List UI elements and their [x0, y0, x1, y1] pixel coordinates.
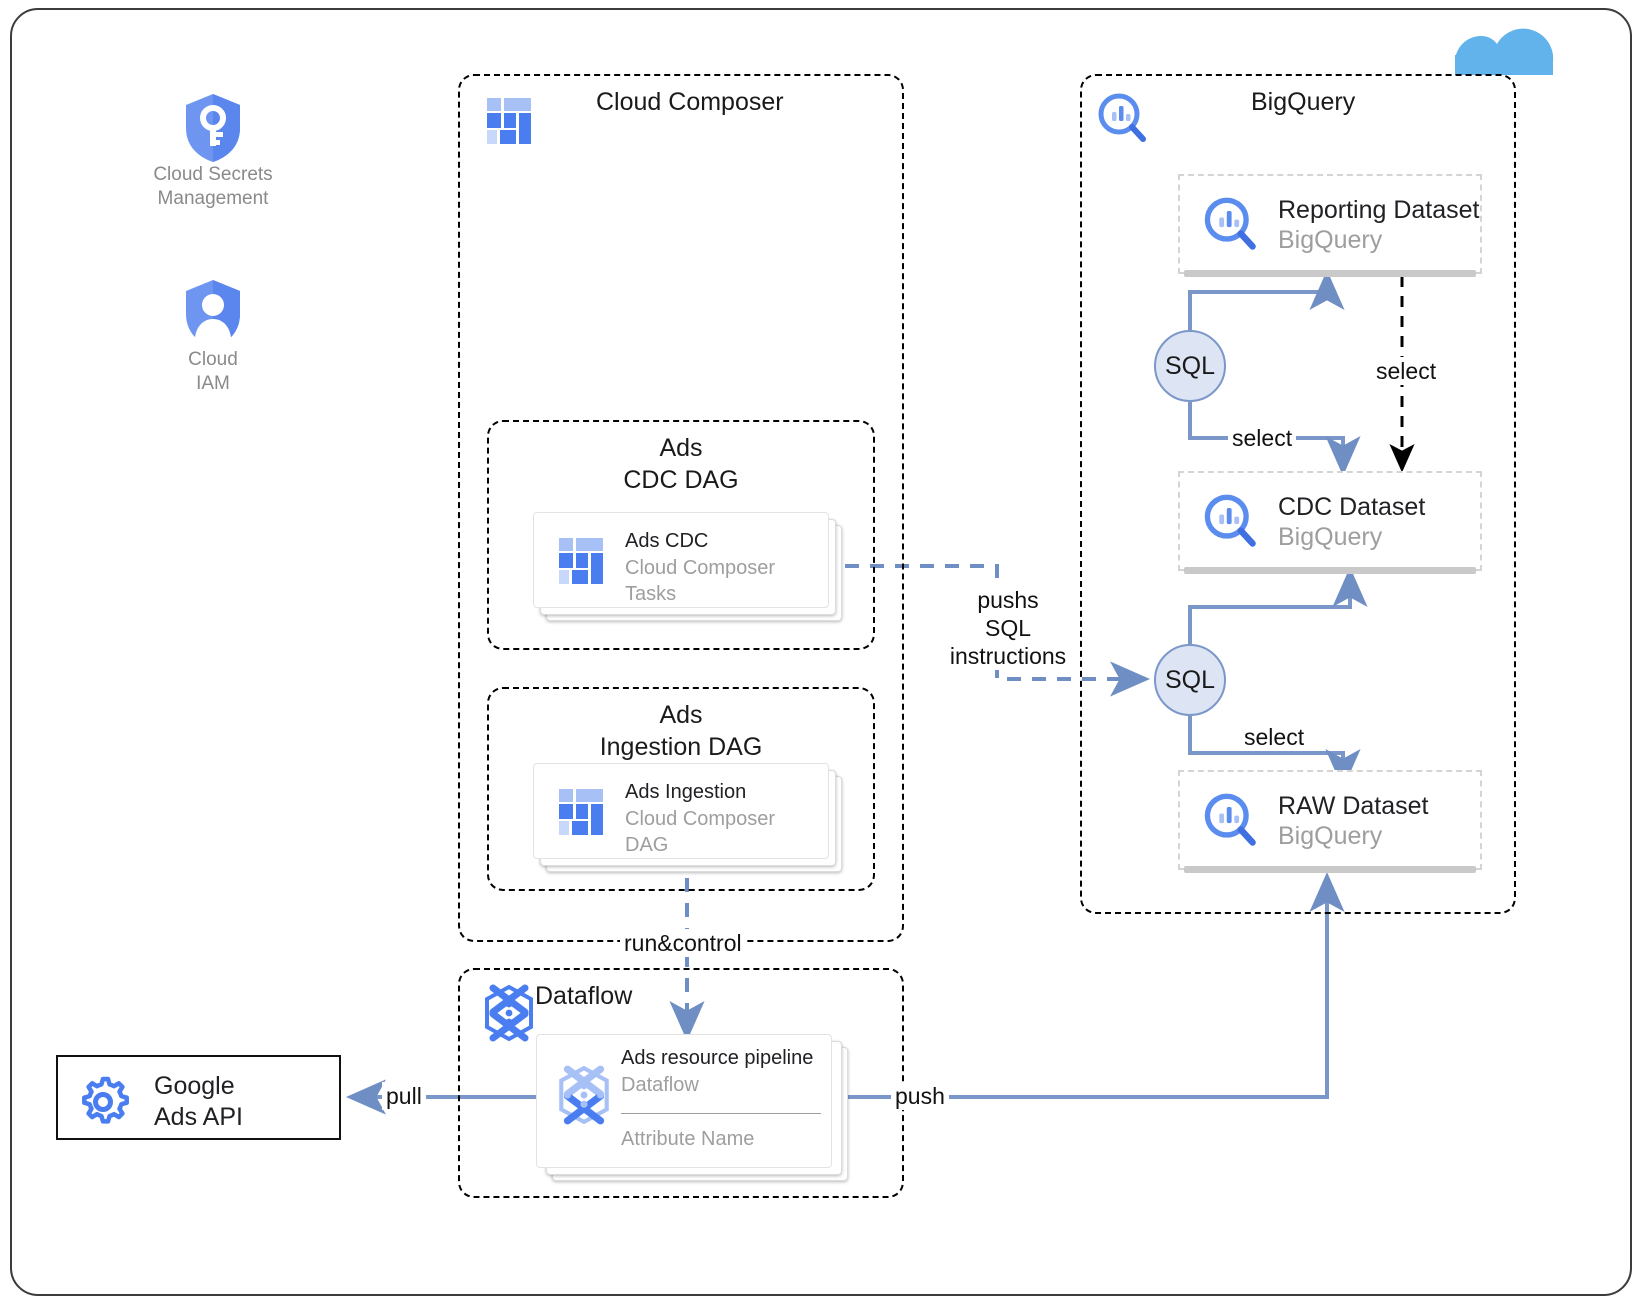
edge-label-push: push: [891, 1082, 949, 1111]
dataset-subtitle: BigQuery: [1278, 822, 1383, 850]
group-bigquery: [1080, 74, 1516, 914]
group-title-dataflow: Dataflow: [535, 982, 633, 1010]
subgroup-title-ads-cdc-dag: Ads CDC DAG: [487, 432, 875, 496]
subgroup-ads-cdc-dag: [487, 420, 875, 650]
card-subtitle: Cloud Composer DAG: [625, 806, 775, 858]
card-ads-ingestion[interactable]: Ads Ingestion Cloud Composer DAG: [533, 763, 829, 859]
card-divider: [621, 1113, 821, 1114]
google-ads-api-box[interactable]: Google Ads API: [56, 1055, 341, 1140]
card-title: Ads Ingestion: [625, 781, 747, 803]
card-ads-resource-pipeline[interactable]: Ads resource pipeline Dataflow Attribute…: [536, 1034, 832, 1168]
shield-key-icon: [186, 94, 240, 162]
subgroup-title-line2: Ingestion DAG: [599, 733, 763, 761]
dataflow-icon: [485, 984, 533, 1042]
bigquery-icon: [1098, 93, 1146, 142]
sidebar-item-cloud-iam: Cloud IAM: [113, 348, 313, 396]
card-subtitle: Dataflow: [621, 1074, 699, 1096]
card-title: Ads resource pipeline: [621, 1047, 814, 1069]
dataset-base-bar: [1184, 567, 1476, 574]
sidebar-label-line1: Cloud: [188, 349, 238, 370]
sidebar-label-line2: Management: [157, 187, 269, 209]
card-subtitle-line2: Tasks: [625, 583, 677, 605]
card-title: Ads CDC: [625, 530, 709, 552]
dataset-title: CDC Dataset: [1278, 493, 1426, 521]
gear-icon: [82, 1076, 129, 1124]
cloud-composer-icon: [559, 538, 603, 584]
card-subtitle: Cloud Composer Tasks: [625, 555, 775, 607]
shield-person-icon: [186, 280, 240, 349]
subgroup-title-line1: Ads: [659, 701, 703, 729]
dataset-subtitle: BigQuery: [1278, 226, 1383, 254]
subgroup-title-line2: CDC DAG: [623, 466, 739, 494]
edge-label-line2: SQL: [984, 615, 1032, 642]
edge-label-pull: pull: [382, 1082, 426, 1111]
cloud-composer-icon: [487, 98, 531, 144]
dataset-base-bar: [1184, 866, 1476, 873]
dataset-title: Reporting Dataset: [1278, 196, 1480, 224]
bigquery-icon: [1204, 494, 1256, 547]
dataset-cdc[interactable]: CDC Dataset BigQuery: [1178, 471, 1482, 571]
edge-label-select-bottom: select: [1240, 723, 1309, 752]
dataset-subtitle: BigQuery: [1278, 523, 1383, 551]
api-label-line1: Google: [154, 1072, 235, 1100]
card-subtitle-line2: DAG: [625, 834, 669, 856]
sidebar-label-line2: IAM: [196, 372, 230, 394]
sql-node-bottom[interactable]: SQL: [1154, 644, 1226, 716]
api-label-line2: Ads API: [154, 1103, 243, 1132]
edge-label-run-and-control: run&control: [620, 929, 746, 958]
google-ads-api-label: Google Ads API: [154, 1071, 243, 1134]
sql-node-top[interactable]: SQL: [1154, 330, 1226, 402]
dataset-title: RAW Dataset: [1278, 792, 1429, 820]
dataset-reporting[interactable]: Reporting Dataset BigQuery: [1178, 174, 1482, 274]
card-subtitle-line1: Cloud Composer: [625, 808, 776, 830]
subgroup-ads-ingestion-dag: [487, 687, 875, 891]
card-attribute-name: Attribute Name: [621, 1128, 755, 1150]
edge-label-line1: pushs: [977, 587, 1039, 613]
bigquery-icon: [1204, 197, 1256, 250]
edge-label-line3: instructions: [949, 643, 1067, 670]
subgroup-title-ads-ingestion-dag: Ads Ingestion DAG: [487, 699, 875, 763]
group-title-cloud-composer: Cloud Composer: [596, 88, 784, 116]
sidebar-label-line1: Cloud Secrets: [153, 164, 273, 185]
bigquery-icon: [1204, 793, 1256, 846]
edge-label-select-reporting-to-cdc: select: [1372, 357, 1441, 386]
card-subtitle-line1: Cloud Composer: [625, 557, 776, 579]
cloud-composer-icon: [559, 789, 603, 835]
subgroup-title-line1: Ads: [659, 434, 703, 462]
edge-label-select-top: select: [1228, 424, 1297, 453]
sidebar-item-cloud-secrets-management: Cloud Secrets Management: [113, 163, 313, 211]
dataset-raw[interactable]: RAW Dataset BigQuery: [1178, 770, 1482, 870]
dataset-base-bar: [1184, 270, 1476, 277]
edge-label-pushs-sql-instructions: pushs SQL instructions: [944, 586, 1072, 671]
group-title-bigquery: BigQuery: [1251, 88, 1356, 116]
card-ads-cdc[interactable]: Ads CDC Cloud Composer Tasks: [533, 512, 829, 608]
dataflow-icon: [559, 1065, 609, 1125]
